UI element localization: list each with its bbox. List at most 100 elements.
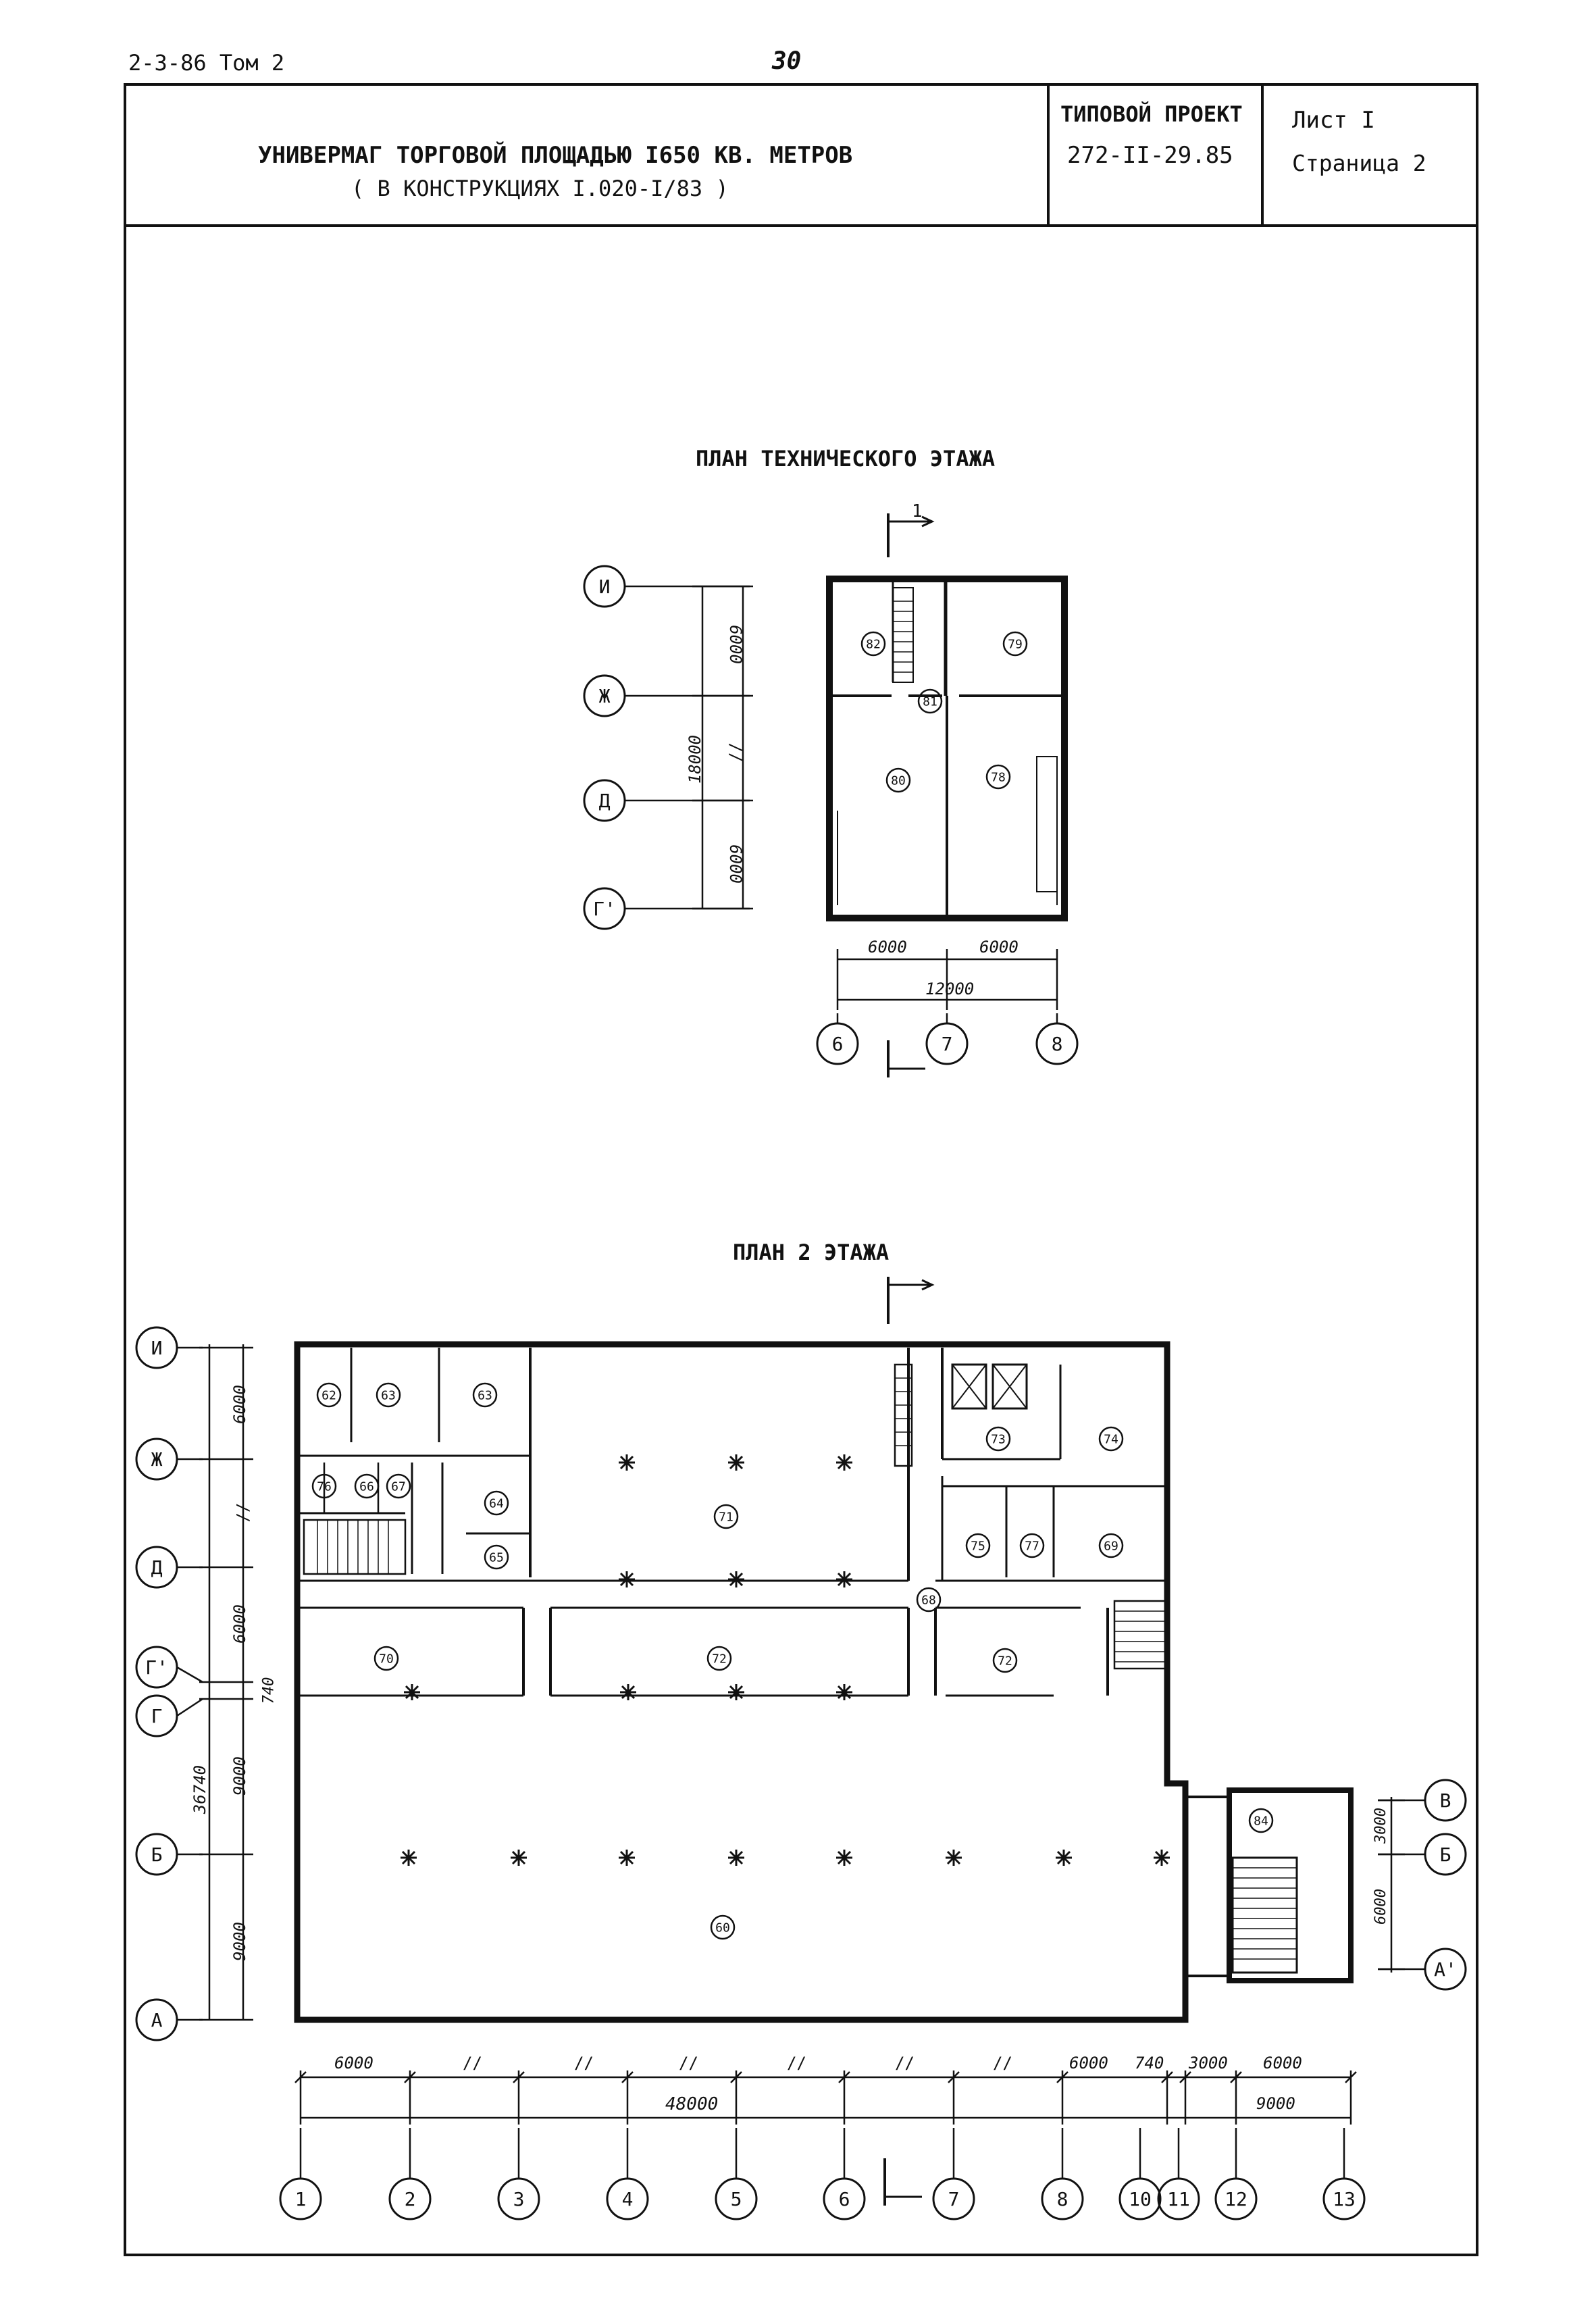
f2-room-marker-label: 71 (719, 1510, 733, 1524)
project-label: ТИПОВОЙ ПРОЕКТ (1060, 101, 1243, 127)
f2-dim-left-1: 6000 (230, 1385, 249, 1424)
f2-row-axis-right-2-label: Б (1440, 1844, 1451, 1866)
f2-dim-left-total: 36740 (190, 1764, 210, 1814)
doc-reference: 2-3-86 Том 2 (128, 50, 285, 76)
title-block-divider (1261, 83, 1264, 227)
f2-dim-bottom-7: // (993, 2054, 1012, 2073)
f2-room-marker-label: 62 (321, 1388, 336, 1402)
f2-room-marker-label: 74 (1104, 1432, 1118, 1446)
f2-dim-left-5: 9000 (230, 1756, 249, 1796)
f2-room-marker-label: 84 (1254, 1814, 1268, 1828)
f2-room-marker (916, 1587, 942, 1612)
f2-dim-bottom-10: 3000 (1189, 2054, 1228, 2073)
f2-row-axis-left-2-label: Ж (151, 1448, 163, 1471)
f2-row-axis-left-7-label: А (151, 2009, 163, 2031)
tech-col-axis-1-label: 6 (832, 1033, 844, 1055)
tech-room-marker-label: 81 (923, 694, 937, 709)
f2-row-axis-left-5-label: Г (151, 1705, 163, 1727)
f2-room-marker-label: 67 (391, 1479, 406, 1494)
f2-room-marker-label: 68 (921, 1593, 936, 1607)
section-mark-top (887, 513, 935, 557)
f2-room-marker-label: 65 (489, 1550, 504, 1565)
f2-room-marker (484, 1544, 509, 1570)
f2-col-axis-2-label: 2 (405, 2188, 416, 2210)
tech-floor-plan-title: ПЛАН ТЕХНИЧЕСКОГО ЭТАЖА (696, 446, 996, 472)
f2-dim-bottom-5: // (787, 2054, 806, 2073)
f2-room-marker (706, 1646, 732, 1671)
tech-col-axis-3-label: 8 (1052, 1033, 1063, 1055)
f2-room-marker (472, 1382, 498, 1408)
f2-dim-bottom-9: 740 (1135, 2054, 1164, 2073)
f2-dim-left-4: 740 (260, 1677, 278, 1704)
f2-room-marker-label: 73 (991, 1432, 1006, 1446)
tech-row-axis-1-label: И (599, 576, 611, 598)
f2-row-axis-right-3-label: А' (1434, 1958, 1457, 1981)
f2-row-axis-left-6-label: Б (151, 1844, 163, 1866)
f2-room-marker-label: 69 (1104, 1539, 1118, 1553)
floor2-plan-title: ПЛАН 2 ЭТАЖА (733, 1240, 890, 1265)
f2-room-marker (316, 1382, 342, 1408)
f2-col-axis-8-label: 8 (1057, 2188, 1069, 2210)
tech-room-marker (885, 767, 911, 793)
f2-dim-bottom-1: 6000 (334, 2054, 374, 2073)
f2-row-axis-left-3-label: Д (151, 1556, 163, 1579)
f2-dim-right-2: 6000 (1372, 1889, 1389, 1925)
f2-dim-bottom-total-2: 9000 (1256, 2094, 1295, 2113)
f2-col-axis-6-label: 6 (839, 2188, 850, 2210)
f2-col-axis-4-label: 4 (622, 2188, 634, 2210)
f2-room-marker (1248, 1808, 1274, 1833)
f2-dim-bottom-2: // (463, 2054, 482, 2073)
f2-dim-bottom-3: // (574, 2054, 594, 2073)
f2-room-marker-label: 60 (715, 1921, 730, 1935)
tech-room-marker-label: 82 (866, 637, 881, 651)
tech-row-axis-3-label: Д (599, 790, 611, 812)
tech-room-marker-label: 79 (1008, 637, 1023, 651)
tech-dim-h-total: 12000 (925, 980, 975, 998)
project-number: 272-II-29.85 (1067, 142, 1233, 169)
f2-room-marker (992, 1648, 1018, 1673)
tech-dim-h-2: 6000 (979, 938, 1019, 957)
f2-dim-left-6: 9000 (230, 1922, 249, 1961)
tech-room-marker-label: 80 (891, 773, 906, 788)
f2-col-axis-12-label: 13 (1333, 2188, 1356, 2210)
tech-room-marker-label: 78 (991, 770, 1006, 784)
f2-row-axis-left-1-label: И (151, 1337, 163, 1359)
tech-room-marker (985, 764, 1011, 790)
f2-dim-bottom-total-1: 48000 (665, 2094, 719, 2114)
page-number: 30 (772, 47, 802, 75)
f2-room-marker (376, 1382, 401, 1408)
f2-dim-bottom-11: 6000 (1263, 2054, 1302, 2073)
f2-room-marker-label: 77 (1025, 1539, 1039, 1553)
f2-row-axis-left-4-label: Г' (145, 1656, 168, 1679)
f2-col-axis-10-label: 11 (1167, 2188, 1190, 2210)
tech-room-marker (1002, 631, 1028, 657)
f2-room-marker-label: 72 (998, 1654, 1012, 1668)
f2-room-marker (710, 1914, 736, 1940)
f2-room-marker-label: 63 (381, 1388, 396, 1402)
document-subtitle: ( В КОНСТРУКЦИЯХ I.020-I/83 ) (351, 176, 729, 201)
tech-room-marker (917, 688, 943, 714)
tech-dim-h-1: 6000 (868, 938, 907, 957)
f2-col-axis-7-label: 7 (948, 2188, 960, 2210)
drawing-frame (124, 83, 1478, 2256)
f2-room-marker-label: 63 (478, 1388, 492, 1402)
tech-col-axis-2-label: 7 (942, 1033, 953, 1055)
tech-row-axis-2-label: Ж (599, 685, 611, 707)
f2-room-marker (1098, 1533, 1124, 1558)
f2-col-axis-3-label: 3 (513, 2188, 525, 2210)
f2-room-marker (374, 1646, 399, 1671)
f2-room-marker-label: 66 (359, 1479, 374, 1494)
f2-dim-bottom-4: // (679, 2054, 698, 2073)
f2-room-marker (484, 1490, 509, 1516)
tech-row-axis-4-label: Г' (593, 898, 616, 920)
f2-col-axis-1-label: 1 (295, 2188, 307, 2210)
f2-col-axis-9-label: 10 (1129, 2188, 1152, 2210)
f2-room-marker (386, 1473, 411, 1499)
f2-dim-left-3: 6000 (230, 1604, 249, 1644)
f2-room-marker-label: 76 (317, 1479, 332, 1494)
document-title: УНИВЕРМАГ ТОРГОВОЙ ПЛОЩАДЬЮ I650 КВ. МЕТ… (258, 142, 853, 169)
f2-room-marker (1098, 1426, 1124, 1452)
f2-room-marker (311, 1473, 337, 1499)
